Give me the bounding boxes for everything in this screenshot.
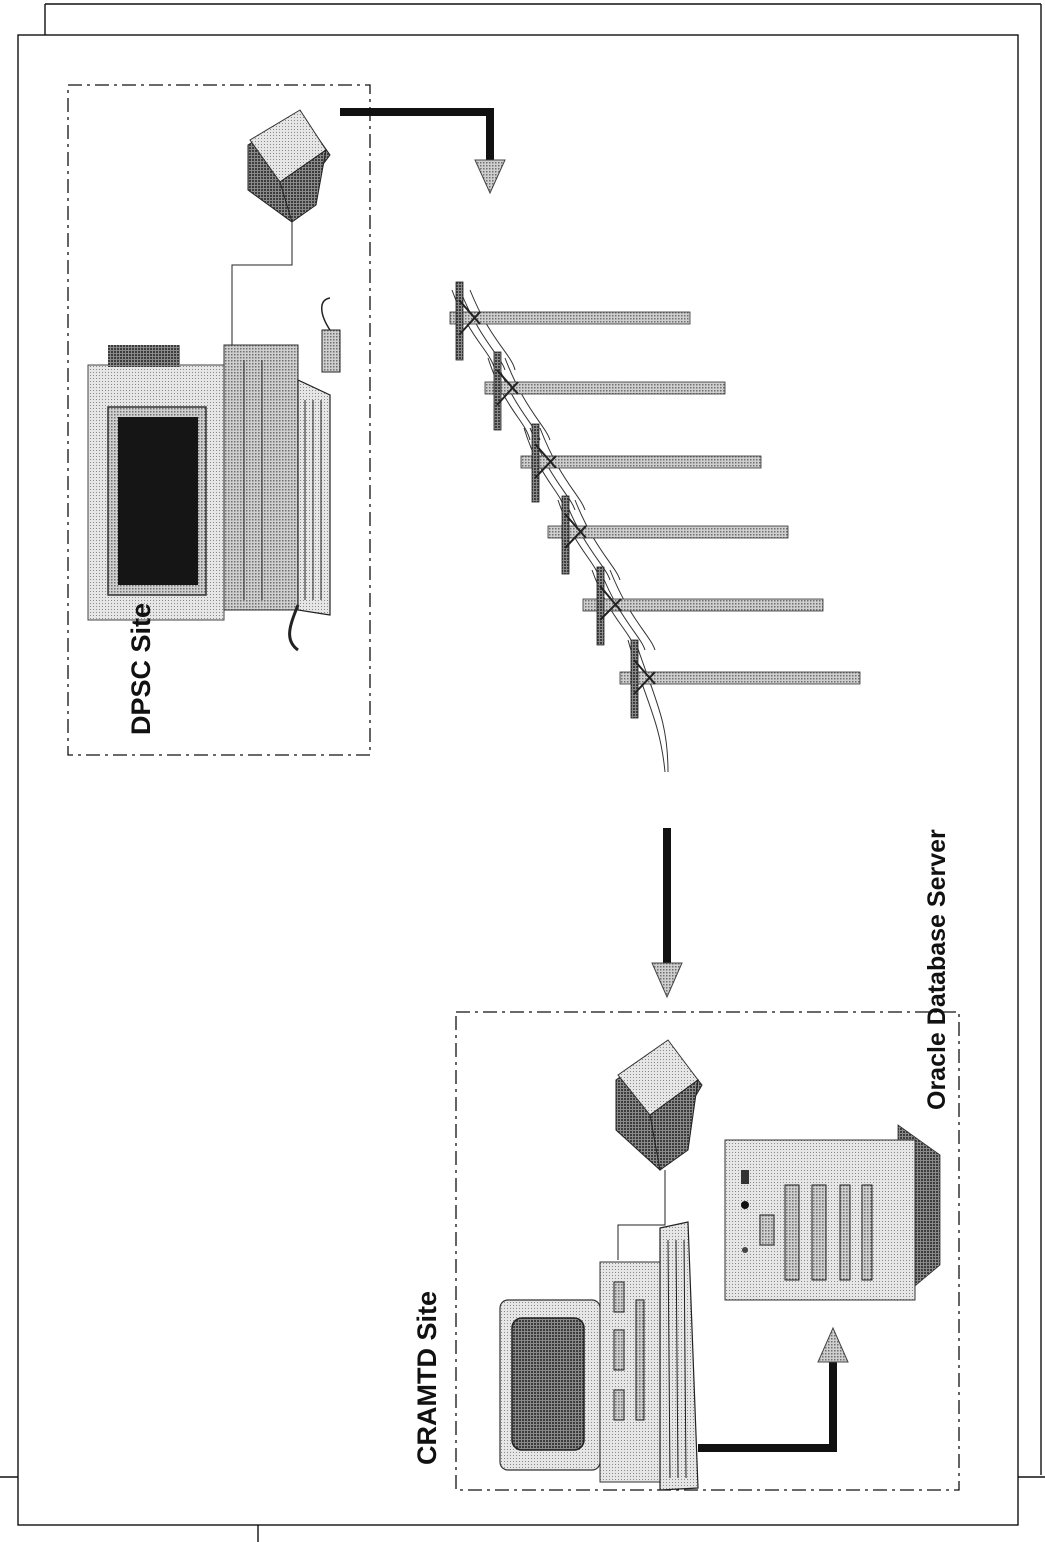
dpsc-to-line-arrow <box>340 108 506 195</box>
dpsc-site-label: DPSC Site <box>126 603 156 735</box>
line-to-cramtd-arrow <box>651 828 683 999</box>
dpsc-modem-icon <box>247 109 331 223</box>
database-server-icon <box>724 1124 941 1301</box>
telephone-pole-6 <box>619 639 861 719</box>
cramtd-site-boundary <box>455 1011 960 1491</box>
telephone-pole-4 <box>547 495 789 575</box>
cramtd-modem-icon <box>615 1039 703 1171</box>
dpsc-workstation-icon <box>87 297 341 652</box>
telephone-pole-1 <box>449 281 691 361</box>
oracle-server-label: Oracle Database Server <box>923 829 951 1110</box>
dpsc-cable <box>231 222 293 345</box>
page-frame <box>0 3 1045 1542</box>
telephone-pole-3 <box>520 423 762 503</box>
cramtd-site-label: CRAMTD Site <box>412 1291 442 1465</box>
telephone-line <box>451 289 669 773</box>
workstation-to-server-arrow <box>698 1326 849 1452</box>
telephone-pole-2 <box>484 351 726 431</box>
cramtd-workstation-icon <box>499 1221 699 1491</box>
cramtd-cable <box>617 1170 666 1260</box>
telephone-pole-5 <box>582 566 824 646</box>
